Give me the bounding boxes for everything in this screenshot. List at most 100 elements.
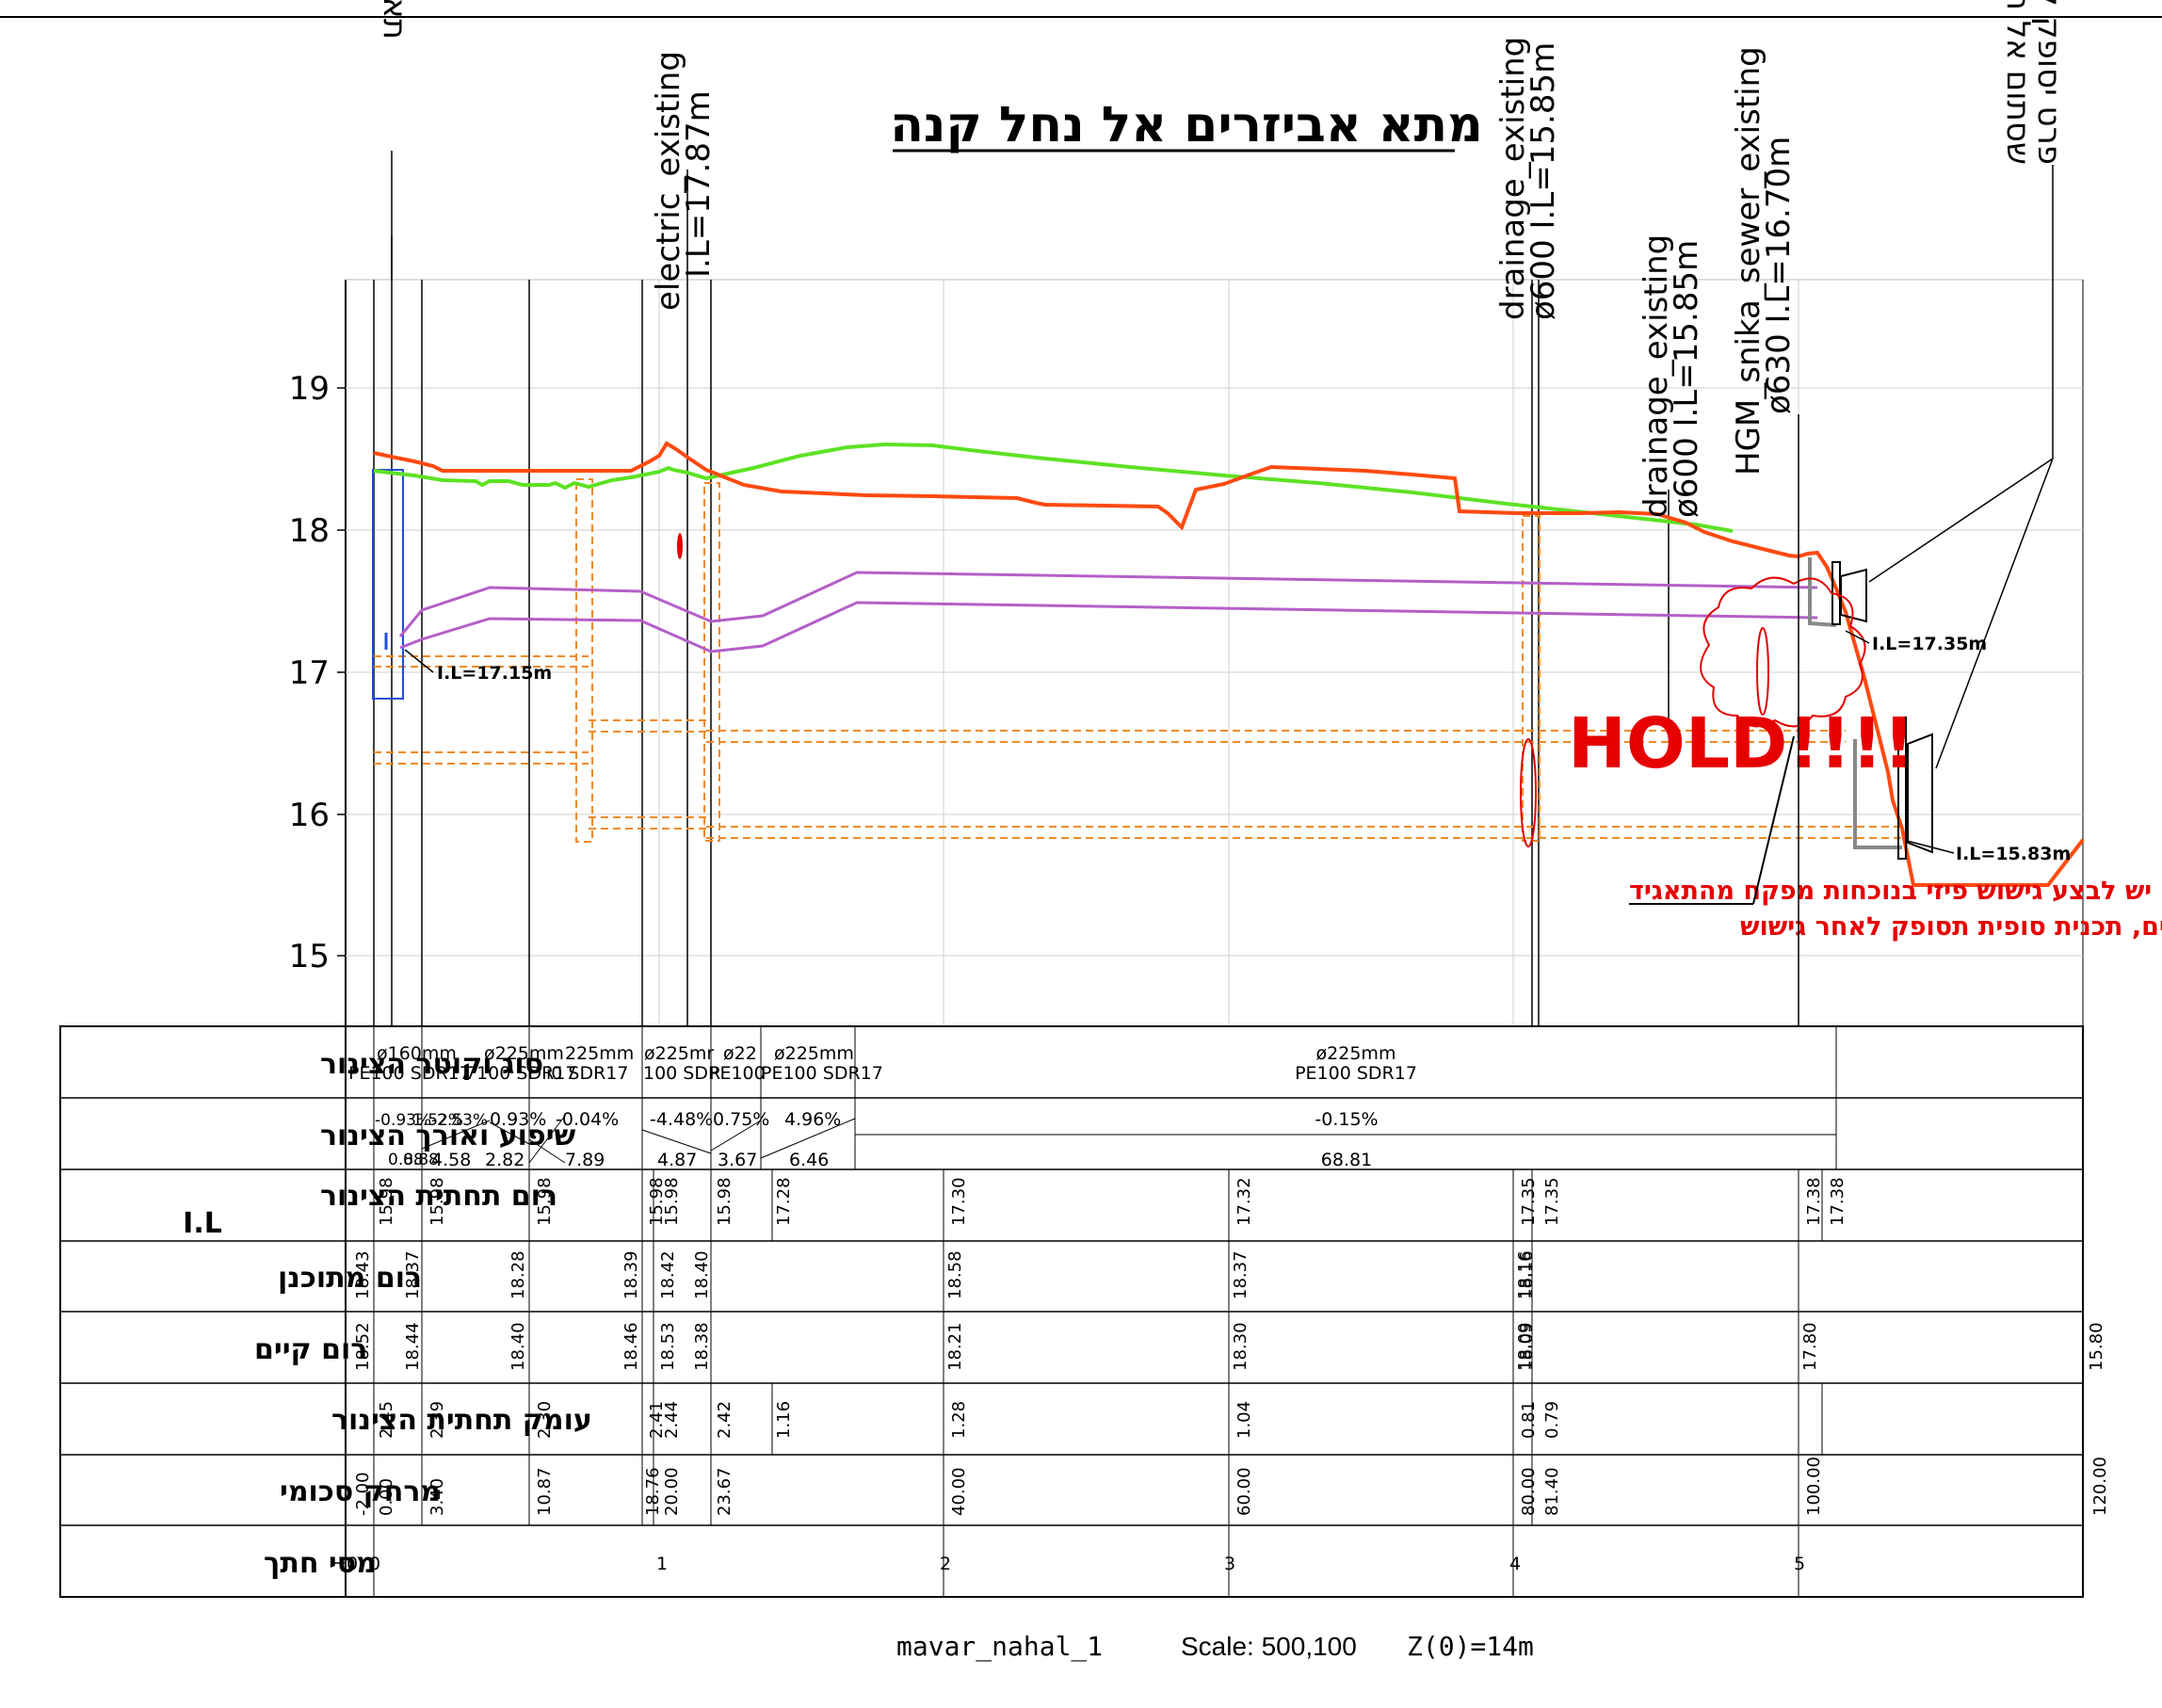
existing-value: 18.53 — [658, 1322, 678, 1371]
invert-value: 15.98 — [715, 1177, 734, 1226]
row-label-section: מסי חתך — [264, 1547, 377, 1580]
invert-value: 17.32 — [1234, 1177, 1254, 1226]
invert-value: 17.35 — [1519, 1177, 1539, 1226]
note-line-1: יש לבצע גישוש פיזי בנוכחות מפקח מהתאגיד — [1629, 877, 2152, 906]
depth-value: 2.45 — [377, 1401, 396, 1439]
planned-value: 18.39 — [621, 1250, 641, 1299]
distance-value: 18.76 — [643, 1467, 663, 1516]
planned-value: 18.37 — [1231, 1250, 1250, 1299]
footer-scale: Scale: 500,100 — [1181, 1632, 1357, 1661]
distance-value: 80.00 — [1519, 1467, 1539, 1516]
slope-length: 7.89 — [565, 1150, 605, 1170]
invert-value: 17.35 — [1542, 1177, 1562, 1226]
section-value: 3 — [1224, 1554, 1235, 1574]
distance-row: -2.00 0.00 3.40 10.87 18.76 20.00 23.67 … — [353, 1457, 2110, 1516]
planned-value: 18.37 — [403, 1250, 423, 1299]
drainage2-il-label: ø600 I.L=15.85m — [1668, 240, 1705, 518]
invert-value: 15.98 — [647, 1177, 667, 1226]
slope-value: -0.93% — [375, 1111, 431, 1130]
slope-length: 68.81 — [1321, 1150, 1372, 1170]
closure-label: שסתום אל חוזר מתוכנן — [1999, 0, 2037, 165]
slope-value: 0.93% — [490, 1109, 546, 1130]
pipe-type: ø225mm — [484, 1043, 564, 1064]
depth-value: 2.41 — [647, 1401, 667, 1439]
row-label-distance: מרחק סכומי — [280, 1475, 441, 1508]
slope-value: 4.96% — [784, 1109, 841, 1130]
slope-value: -0.04% — [556, 1109, 619, 1130]
depth-value: 2.39 — [428, 1401, 447, 1439]
pipe-type: 7100 SDR17 — [465, 1063, 576, 1084]
pipe-type: ø225mm — [1316, 1043, 1396, 1064]
existing-pipes — [374, 478, 1902, 843]
planned-pipes — [398, 571, 1818, 653]
row-label-il: I.L — [183, 1207, 222, 1240]
existing-value: 18.44 — [403, 1322, 423, 1371]
planned-value: 18.58 — [945, 1250, 965, 1299]
electric-pipe-marker — [677, 533, 683, 559]
station-lines — [373, 235, 1670, 1026]
pipe-type: PE100 SDR17 — [1295, 1063, 1417, 1084]
drainage1-il-label: ø600 I.L=15.85m — [1525, 42, 1562, 320]
pipe-type: PE100 SDR17 — [761, 1063, 883, 1084]
row-labels: סוג וקוטר הצינור שיפוע ואורך הצינור רום … — [183, 1048, 592, 1580]
plot-grid — [346, 280, 2083, 1026]
slope-length: 2.82 — [485, 1150, 524, 1170]
row-label-planned: רום מתוכנן — [278, 1262, 422, 1295]
distance-value: 20.00 — [662, 1467, 682, 1516]
note-line-2: אין להזמין חומרים, תכנית סופית תסופק לאח… — [1740, 912, 2162, 942]
depth-value: 2.30 — [535, 1401, 555, 1439]
y-tick: 17 — [289, 654, 330, 692]
pipe-type: ø225mr — [644, 1043, 714, 1064]
invert-row: 15.98 15.98 15.98 15.98 15.98 15.98 17.2… — [377, 1177, 1847, 1226]
drainage2-label: drainage_existing — [1638, 234, 1675, 518]
drainage-ellipse — [1520, 738, 1537, 847]
section-value: 1 — [656, 1554, 668, 1574]
slope-value: 0.75% — [713, 1109, 769, 1130]
section-value: 4 — [1509, 1554, 1521, 1574]
sewer-ellipse — [1756, 627, 1769, 716]
depth-value: 1.16 — [774, 1401, 794, 1439]
pipe-type: ø225mm — [774, 1043, 854, 1064]
planned-value: 18.16 — [1517, 1250, 1537, 1299]
existing-value: 15.80 — [2087, 1322, 2106, 1371]
planned-value: 18.16 — [1515, 1250, 1535, 1299]
data-table — [59, 1025, 2084, 1598]
slope-length: 0.88 — [403, 1151, 439, 1169]
section-value: 0 — [369, 1554, 380, 1574]
footer: mavar_nahal_1 Scale: 500,100 Z(0)=14m — [896, 1631, 1534, 1663]
planned-value: 18.28 — [508, 1250, 528, 1299]
footer-zero-level: Z(0)=14m — [1407, 1631, 1534, 1662]
planned-value: 18.40 — [692, 1250, 712, 1299]
drawing-title: מתא אביזרים אל נחל קנה — [890, 97, 1483, 153]
depth-row: 2.45 2.39 2.30 2.41 2.44 2.42 1.16 1.28 … — [377, 1401, 1562, 1439]
distance-value: -2.00 — [353, 1472, 373, 1516]
planned-chamber-box — [372, 469, 404, 700]
electric-label: electric_existing — [650, 51, 687, 311]
existing-value: 18.40 — [508, 1322, 528, 1371]
depth-value: 1.04 — [1234, 1401, 1254, 1439]
hold-cloud — [1700, 576, 1866, 728]
pipe-type: i0 SDR17 — [546, 1063, 628, 1084]
depth-value: 0.81 — [1519, 1401, 1539, 1439]
row-label-existing: רום קיים — [254, 1333, 367, 1366]
pipe-type: 225mm — [565, 1043, 634, 1064]
slope-length: 0.88 — [388, 1151, 424, 1169]
il-annotations: I.L=17.15m I.L=17.35m I.L=15.83m — [404, 630, 2071, 864]
slope-value: -2.53% — [431, 1111, 488, 1130]
y-ticks — [337, 387, 346, 957]
invert-value: 15.98 — [428, 1177, 447, 1226]
slope-value: -4.48% — [650, 1109, 713, 1130]
footer-drawing-name: mavar_nahal_1 — [896, 1631, 1103, 1663]
planned-value: 18.42 — [658, 1250, 678, 1299]
pipe-type-row: ø160mm PE100 SDR17 ø225mm 7100 SDR17 225… — [348, 1043, 1417, 1084]
sewer-il-label: ø630 I.L=16.70m — [1760, 137, 1798, 414]
top-annotations: תא אביזרים מתוכנן electric_existing I.L=… — [376, 0, 2068, 1026]
distance-value: 100.00 — [1804, 1457, 1824, 1516]
row-label-slope: שיפוע ואורך הצינור — [320, 1120, 576, 1152]
existing-value: 18.09 — [1515, 1322, 1535, 1371]
distance-value: 40.00 — [949, 1467, 969, 1516]
note-leader — [1752, 735, 1795, 905]
planned-value: 18.43 — [353, 1250, 373, 1299]
slope-length: 6.46 — [789, 1150, 829, 1170]
